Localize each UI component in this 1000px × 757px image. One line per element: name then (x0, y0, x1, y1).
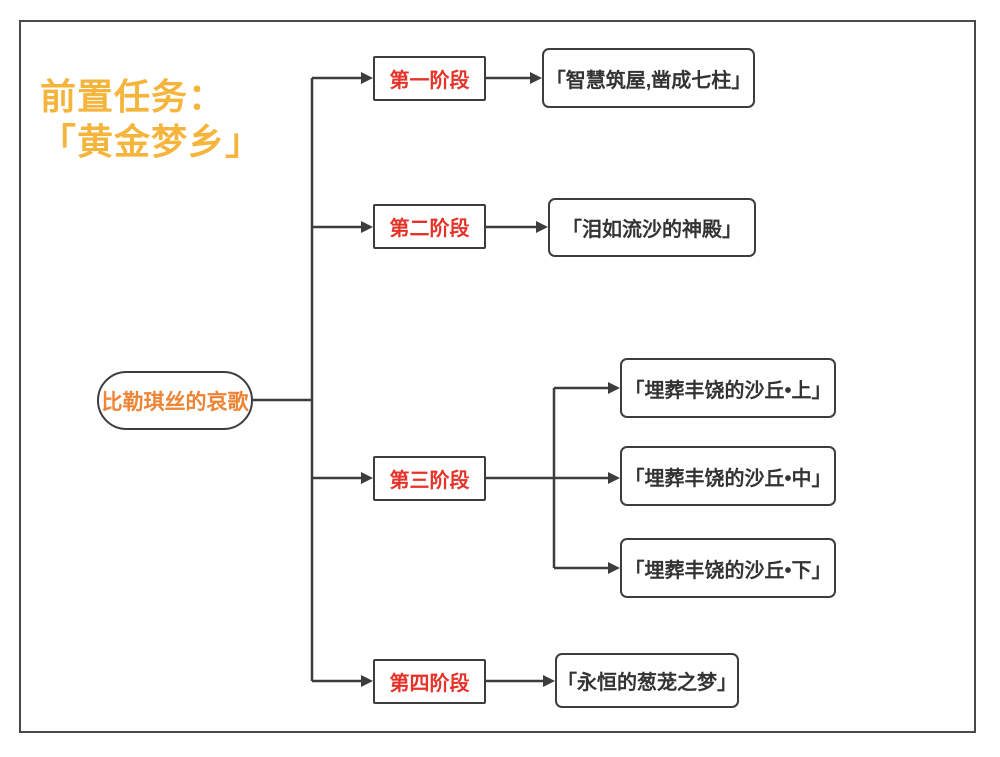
quest-node-stage3-lower: 「埋葬丰饶的沙丘•下」 (620, 538, 836, 598)
stage-1-label: 第一阶段 (389, 70, 470, 92)
quest-stage3-middle-label: 「埋葬丰饶的沙丘•中」 (624, 467, 832, 490)
stage-2-label: 第二阶段 (389, 218, 470, 240)
quest-node-stage3-middle: 「埋葬丰饶的沙丘•中」 (620, 446, 836, 506)
stage-node-4: 第四阶段 (373, 659, 486, 704)
quest-stage3-lower-label: 「埋葬丰饶的沙丘•下」 (624, 559, 832, 582)
stage-node-1: 第一阶段 (373, 56, 486, 101)
stage-3-label: 第三阶段 (389, 470, 470, 492)
root-node-label: 比勒琪丝的哀歌 (101, 390, 249, 414)
root-node: 比勒琪丝的哀歌 (97, 371, 253, 430)
page-title-line1: 前置任务： (40, 76, 226, 117)
quest-stage3-upper-label: 「埋葬丰饶的沙丘•上」 (624, 379, 832, 402)
quest-node-stage2: 「泪如流沙的神殿」 (548, 198, 756, 257)
quest-stage4-label: 「永恒的葱茏之梦」 (557, 672, 737, 694)
quest-node-stage1: 「智慧筑屋,凿成七柱」 (542, 48, 755, 108)
quest-stage1-label: 「智慧筑屋,凿成七柱」 (545, 69, 752, 92)
stage-4-label: 第四阶段 (389, 673, 470, 695)
quest-stage2-label: 「泪如流沙的神殿」 (562, 219, 742, 241)
quest-node-stage4: 「永恒的葱茏之梦」 (555, 653, 739, 708)
page-title: 前置任务： 「黄金梦乡」 (40, 74, 262, 164)
stage-node-3: 第三阶段 (373, 456, 486, 501)
quest-node-stage3-upper: 「埋葬丰饶的沙丘•上」 (620, 358, 836, 418)
stage-node-2: 第二阶段 (373, 204, 486, 249)
page-title-line2: 「黄金梦乡」 (40, 121, 263, 162)
